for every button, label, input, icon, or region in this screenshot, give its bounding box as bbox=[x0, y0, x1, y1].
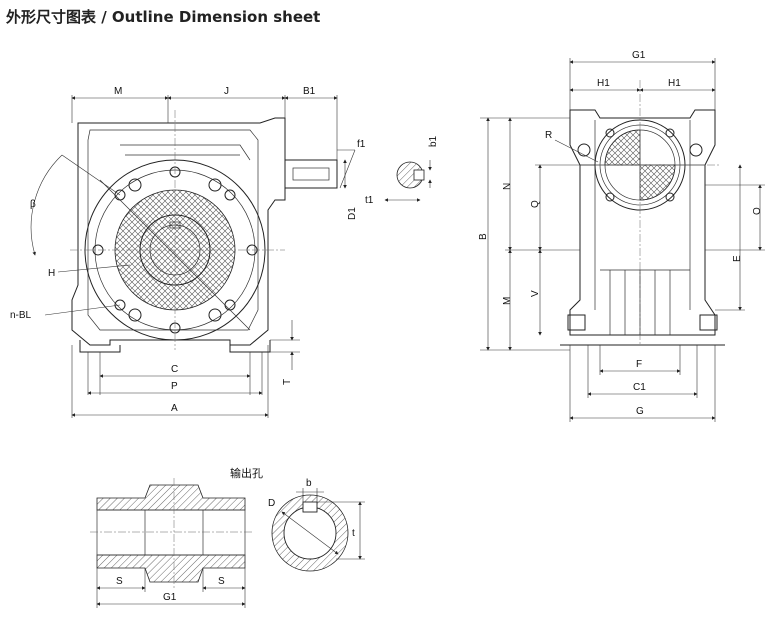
dim-f-label: F bbox=[636, 359, 642, 370]
dim-d1-label: D1 bbox=[347, 207, 358, 220]
dim-q-label: Q bbox=[530, 200, 541, 208]
dim-d-hole-label: D bbox=[268, 498, 275, 509]
input-shaft bbox=[284, 159, 338, 189]
dim-h-label: H bbox=[48, 268, 55, 279]
dim-t-label: T bbox=[282, 379, 293, 385]
dim-p-label: P bbox=[171, 381, 178, 392]
dim-n-label: N bbox=[502, 183, 513, 190]
dim-nbl-label: n-BL bbox=[10, 310, 32, 321]
dim-o-label: O bbox=[752, 207, 763, 215]
dim-v-label: V bbox=[530, 290, 541, 297]
dim-t1-label: t1 bbox=[365, 195, 374, 206]
dim-g1-hole-label: G1 bbox=[163, 592, 177, 603]
dim-t-hole-label: t bbox=[352, 528, 355, 539]
page-title: 外形尺寸图表 / Outline Dimension sheet bbox=[6, 8, 321, 26]
hole-section-bottom bbox=[96, 554, 246, 583]
dim-m-label: M bbox=[114, 86, 122, 97]
dim-j-label: J bbox=[224, 86, 229, 97]
dim-c-label: C bbox=[171, 364, 178, 375]
output-hole-title: 输出孔 bbox=[230, 466, 263, 480]
dim-m-side-label: M bbox=[502, 297, 513, 305]
dim-h1b-label: H1 bbox=[668, 78, 681, 89]
dim-b-hole-label: b bbox=[306, 478, 312, 489]
dim-b-label: B bbox=[478, 233, 489, 240]
dim-g-label: G bbox=[636, 406, 644, 417]
dim-a-label: A bbox=[171, 403, 178, 414]
dim-e-label: E bbox=[732, 255, 743, 262]
dim-b1-side-label: b1 bbox=[428, 135, 439, 147]
dim-s1-label: S bbox=[116, 576, 123, 587]
front-view: M J B1 f1 D1 b1 t1 β H n-BL T bbox=[10, 86, 439, 418]
dim-h1a-label: H1 bbox=[597, 78, 610, 89]
shaft-key bbox=[292, 167, 330, 181]
dim-g1-label: G1 bbox=[632, 50, 646, 61]
hole-section-top bbox=[96, 484, 246, 511]
bolt-holes bbox=[92, 166, 258, 334]
side-view: G1 H1 H1 R B N M Q V O E bbox=[478, 50, 765, 422]
dim-s2-label: S bbox=[218, 576, 225, 587]
output-hole-view: 输出孔 S S G1 b D t bbox=[90, 466, 365, 608]
dim-f1-label: f1 bbox=[357, 139, 366, 150]
dim-r-label: R bbox=[545, 130, 552, 141]
dim-b1-label: B1 bbox=[303, 86, 316, 97]
side-body bbox=[569, 109, 716, 336]
dim-c1-label: C1 bbox=[633, 382, 646, 393]
dim-beta-label: β bbox=[30, 199, 36, 210]
